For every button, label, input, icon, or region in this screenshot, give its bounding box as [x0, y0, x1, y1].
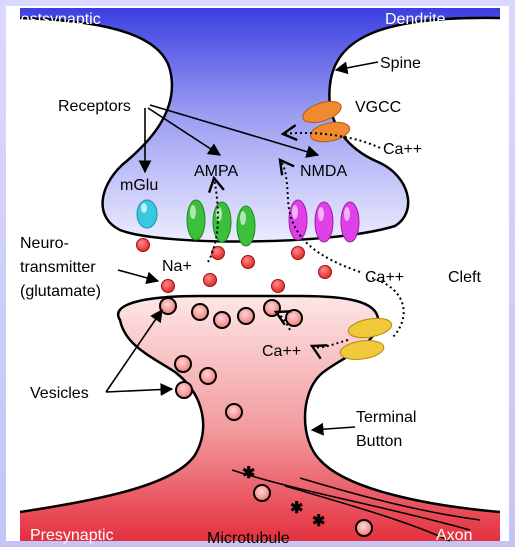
vesicle — [159, 297, 177, 315]
label-nmda: NMDA — [300, 163, 347, 180]
terminal-arrow — [310, 422, 356, 436]
glutamate-molecule — [241, 255, 255, 269]
label-ca-pre: Ca++ — [262, 343, 301, 360]
label-cleft: Cleft — [448, 269, 481, 286]
vgcc-channel-pre — [339, 317, 393, 360]
vesicle — [175, 381, 193, 399]
ion-flow-arrows — [207, 124, 405, 360]
glutamate-molecule — [211, 246, 225, 260]
microtubule-line-1 — [231, 469, 471, 531]
label-na: Na+ — [162, 258, 192, 275]
label-neurotransmitter-2: transmitter — [20, 259, 96, 276]
glutamate-molecule — [318, 265, 332, 279]
glutamate-molecule — [161, 279, 175, 293]
label-neurotransmitter-1: Neuro- — [20, 235, 69, 252]
nmda-receptor — [288, 199, 360, 243]
vesicle — [199, 367, 217, 385]
label-presynaptic: Presynaptic — [30, 527, 114, 544]
vesicle — [174, 355, 192, 373]
label-neurotransmitter-3: (glutamate) — [20, 283, 101, 300]
label-axon: Axon — [436, 527, 472, 544]
label-terminal-1: Terminal — [356, 409, 416, 426]
spine-arrow — [334, 61, 379, 75]
label-spine: Spine — [380, 55, 421, 72]
vesicle — [213, 311, 231, 329]
mglu-receptor — [136, 199, 158, 229]
label-ca-cleft: Ca++ — [365, 269, 404, 286]
microtubule-line-2 — [284, 485, 451, 542]
label-vesicles: Vesicles — [30, 385, 89, 402]
glutamate-molecule — [136, 238, 150, 252]
label-mglu: mGlu — [120, 177, 158, 194]
label-arrows — [105, 61, 379, 436]
label-ca-top: Ca++ — [383, 141, 422, 158]
presynaptic-terminal — [20, 296, 500, 541]
ca-flow-cleft — [278, 158, 361, 273]
vesicle — [237, 307, 255, 325]
vesicles-arrow-1 — [105, 308, 163, 393]
vesicles-arrow-2 — [105, 383, 174, 396]
motor-icon: ✱ — [290, 500, 303, 517]
postsynaptic-spine — [20, 8, 500, 242]
label-terminal-2: Button — [356, 433, 402, 450]
vesicle — [285, 309, 303, 327]
glutamate-molecule — [271, 279, 285, 293]
vesicle — [225, 403, 243, 421]
text-labels: Postsynaptic Dendrite Spine Receptors VG… — [10, 11, 481, 547]
glutamate-molecule — [291, 246, 305, 260]
ca-flow-vesicle — [273, 310, 292, 331]
presynaptic-membrane — [19, 294, 501, 514]
vesicle — [253, 484, 271, 502]
glutamate-molecule — [203, 273, 217, 287]
motor-icon: ✱ — [242, 465, 255, 482]
na-flow — [207, 175, 225, 263]
neurotransmitter-arrow — [117, 269, 160, 285]
label-ampa: AMPA — [194, 163, 238, 180]
label-dendrite: Dendrite — [385, 11, 446, 28]
neurotransmitters — [136, 238, 332, 293]
receptors-arrow-ampa — [147, 107, 222, 156]
ca-flow-cleft-to-vgcc — [371, 277, 405, 339]
receptors-arrow-nmda — [149, 104, 320, 158]
vesicle — [355, 519, 373, 537]
vesicles — [159, 297, 373, 537]
label-receptors: Receptors — [58, 98, 131, 115]
motor-proteins: ✱ ✱ ✱ — [242, 465, 325, 530]
ampa-receptor — [186, 199, 256, 247]
label-postsynaptic: Postsynaptic — [10, 11, 101, 28]
label-microtubule: Microtubule — [207, 530, 290, 547]
vesicle — [191, 303, 209, 321]
label-vgcc: VGCC — [355, 99, 401, 116]
microtubule-line-3 — [299, 477, 481, 521]
motor-icon: ✱ — [312, 513, 325, 530]
